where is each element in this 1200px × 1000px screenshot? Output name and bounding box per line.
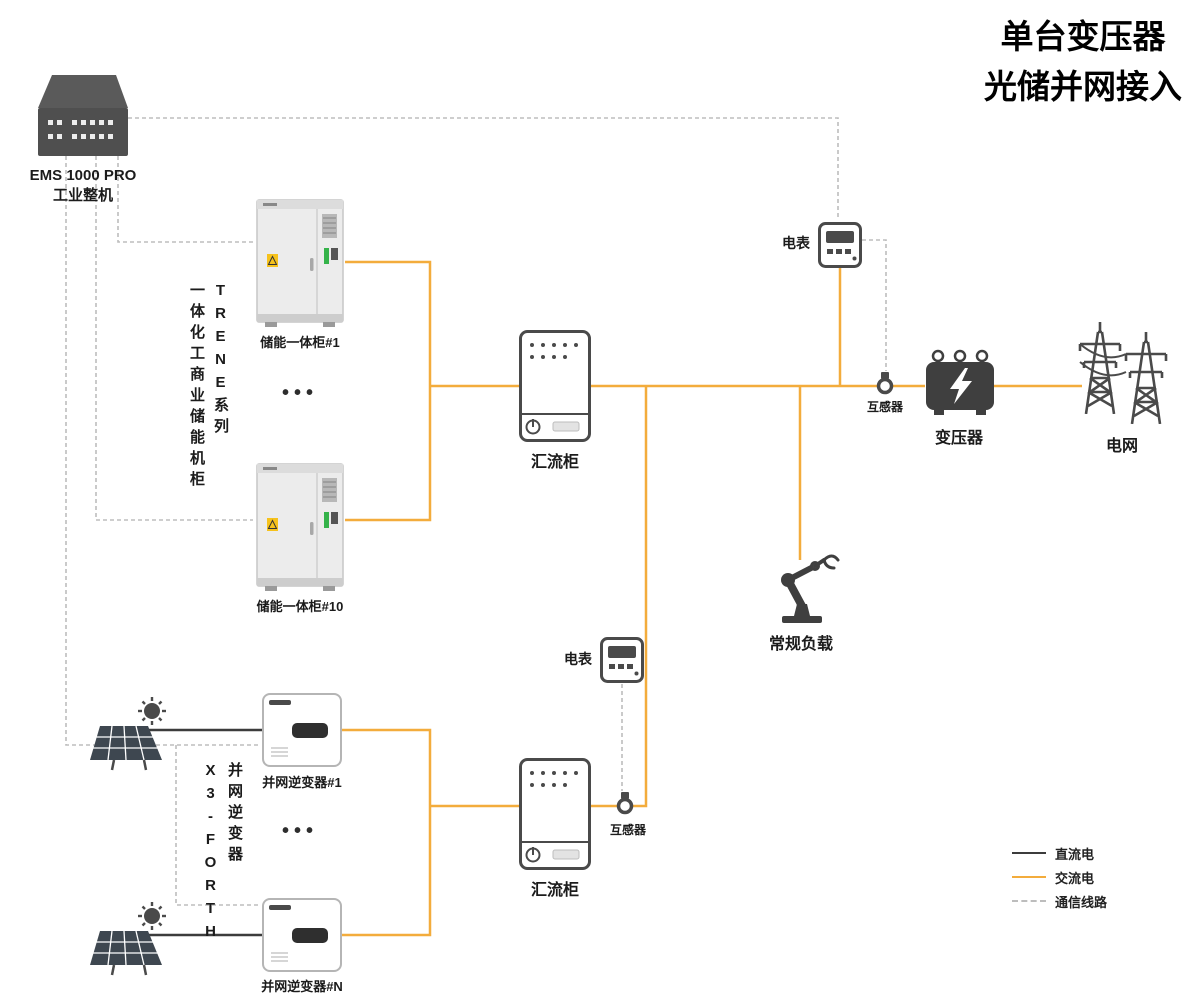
ct-top-icon bbox=[876, 371, 894, 395]
storage-ellipsis: ••• bbox=[281, 382, 319, 404]
inverterN-label: 并网逆变器#N bbox=[261, 979, 343, 994]
ct-bottom-label: 互感器 bbox=[609, 823, 647, 837]
ems-icon bbox=[38, 75, 128, 156]
storage-series-col2: TRENE系列 bbox=[212, 282, 229, 439]
combiner-bottom-label: 汇流柜 bbox=[530, 882, 580, 899]
diagram-title-line1: 单台变压器 bbox=[1000, 18, 1166, 55]
combiner-top-icon bbox=[519, 330, 591, 442]
inverter-1-icon bbox=[262, 693, 342, 767]
meter-top-icon bbox=[818, 222, 862, 268]
dc-line-sample bbox=[1012, 852, 1046, 854]
meter-top-label: 电表 bbox=[782, 235, 810, 251]
legend-row-ac: 交流电 bbox=[1012, 869, 1107, 886]
storage-cabinet-10-icon bbox=[256, 463, 344, 592]
ems-label-line2: 工业整机 bbox=[52, 187, 113, 205]
comm-lines bbox=[65, 117, 887, 906]
cabinet1-label: 储能一体柜#1 bbox=[260, 335, 340, 350]
load-robot-icon bbox=[781, 554, 840, 623]
transformer-icon bbox=[926, 349, 994, 415]
comm-line-sample bbox=[1012, 900, 1046, 902]
storage-series-col1: 一体化工商业储能机柜 bbox=[188, 282, 205, 492]
inverter1-label: 并网逆变器#1 bbox=[262, 775, 342, 790]
grid-icon bbox=[1078, 320, 1168, 424]
meter-bottom-label: 电表 bbox=[564, 651, 592, 667]
inverter-series-vertical-label: X3-FORTH 并网逆变器 bbox=[198, 762, 246, 946]
grid-label: 电网 bbox=[1105, 438, 1139, 455]
legend-row-comm: 通信线路 bbox=[1012, 893, 1108, 910]
legend-row-dc: 直流电 bbox=[1012, 845, 1107, 862]
inverter-n-icon bbox=[262, 898, 342, 972]
ct-bottom-icon bbox=[616, 791, 634, 815]
combiner-top-label: 汇流柜 bbox=[530, 454, 580, 471]
inverter-series-col1: X3-FORTH bbox=[202, 762, 219, 946]
inverter-series-col2: 并网逆变器 bbox=[226, 762, 243, 867]
cabinet10-label: 储能一体柜#10 bbox=[256, 599, 344, 614]
solar-panel-n-icon bbox=[88, 901, 168, 977]
ems-label-line1: EMS 1000 PRO bbox=[29, 167, 137, 184]
ac-lines bbox=[342, 260, 1082, 937]
solar-panel-1-icon bbox=[88, 696, 168, 772]
ct-top-label: 互感器 bbox=[866, 400, 904, 414]
dc-lines bbox=[140, 728, 262, 937]
storage-cabinet-1-icon bbox=[256, 199, 344, 328]
legend-label-comm: 通信线路 bbox=[1055, 894, 1108, 910]
inverter-ellipsis: ••• bbox=[281, 820, 319, 842]
diagram-title-line2: 光储并网接入 bbox=[984, 67, 1182, 105]
ems-label: EMS 1000 PRO 工业整机 bbox=[30, 166, 137, 207]
legend-label-dc: 直流电 bbox=[1055, 846, 1095, 862]
ac-line-sample bbox=[1012, 876, 1046, 878]
legend: 直流电 交流电 通信线路 bbox=[1012, 845, 1108, 910]
storage-series-vertical-label: 一体化工商业储能机柜 TRENE系列 bbox=[184, 282, 232, 492]
diagram-title: 单台变压器 光储并网接入 bbox=[984, 12, 1182, 111]
transformer-label: 变压器 bbox=[934, 430, 984, 447]
load-label: 常规负载 bbox=[768, 636, 834, 653]
legend-label-ac: 交流电 bbox=[1055, 870, 1095, 886]
meter-bottom-icon bbox=[600, 637, 644, 683]
combiner-bottom-icon bbox=[519, 758, 591, 870]
